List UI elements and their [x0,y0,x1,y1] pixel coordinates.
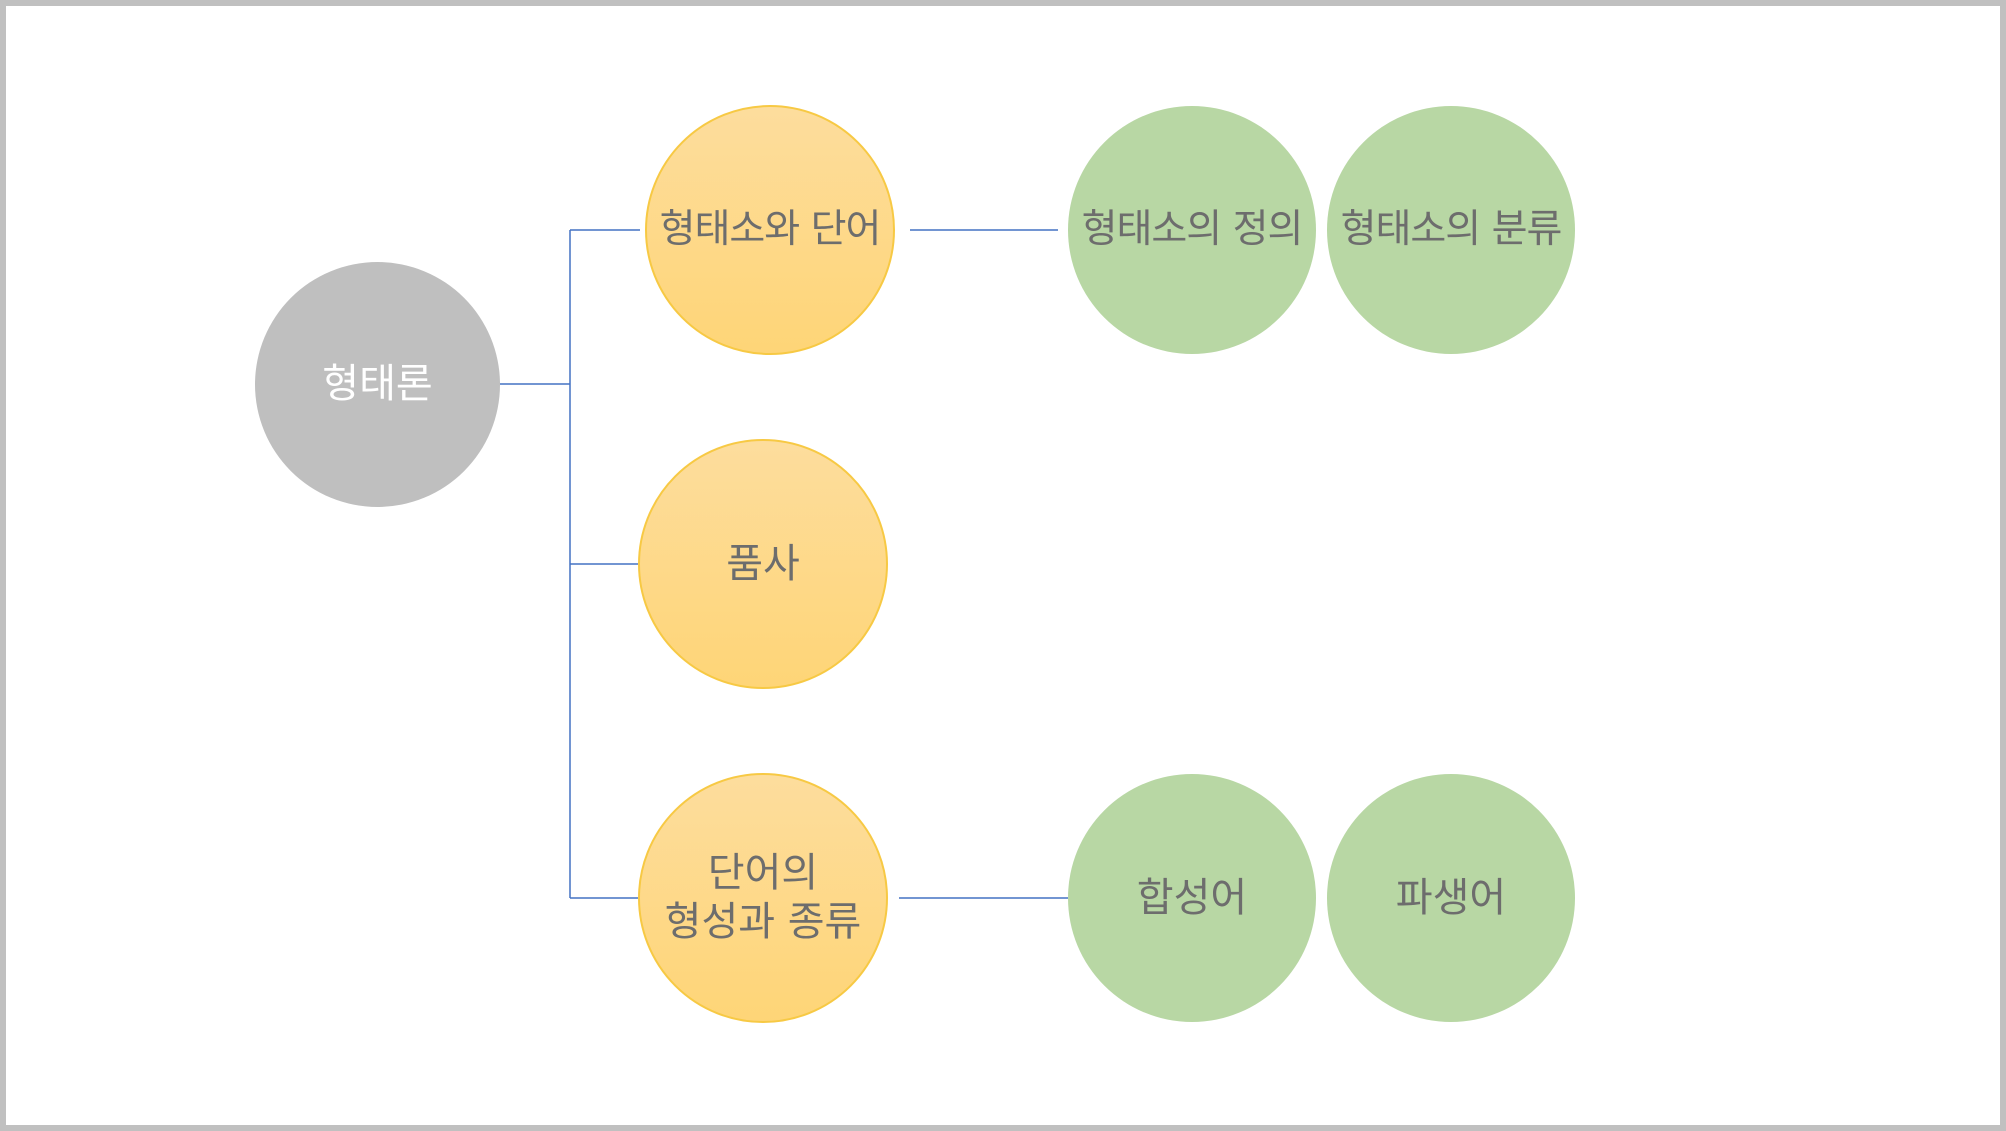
leaf-node-morpheme-definition: 형태소의 정의 [1068,106,1316,354]
leaf-node-morpheme-classification: 형태소의 분류 [1327,106,1575,354]
branch-node-word-formation: 단어의 형성과 종류 [638,773,888,1023]
branch-node-parts-of-speech: 품사 [638,439,888,689]
leaf-node-derived-word: 파생어 [1327,774,1575,1022]
leaf-node-compound-word: 합성어 [1068,774,1316,1022]
branch-node-morpheme-word: 형태소와 단어 [645,105,895,355]
root-node: 형태론 [255,262,500,507]
